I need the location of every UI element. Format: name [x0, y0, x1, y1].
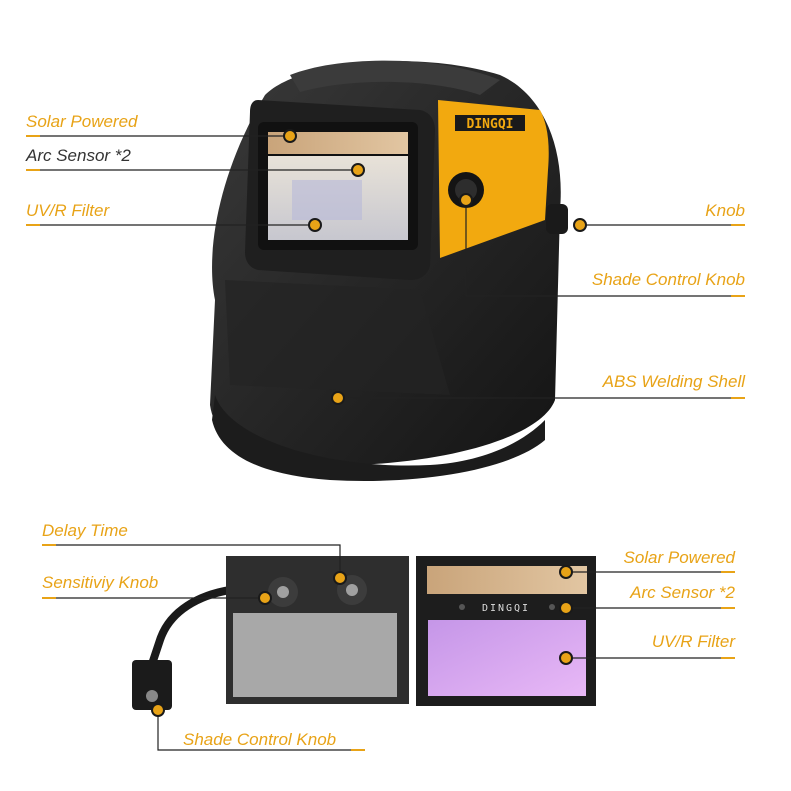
label-knob: Knob — [705, 201, 745, 220]
accent-shade-control-knob — [731, 295, 745, 297]
accent-abs-welding-shell — [731, 397, 745, 399]
dot-solar-powered — [283, 129, 297, 143]
filter-back-view — [132, 556, 409, 710]
label-solar-powered-2: Solar Powered — [623, 548, 735, 567]
remote-shade-module — [132, 660, 172, 710]
filter-brand: DINGQI — [482, 603, 530, 614]
shade-control-knob-cap — [455, 179, 477, 201]
leader-shade-control-knob — [465, 200, 745, 297]
label-arc-sensor-2: Arc Sensor *2 — [630, 583, 735, 602]
dot-delay-time — [333, 571, 347, 585]
helmet-brand: DINGQI — [467, 117, 514, 132]
label-abs-welding-shell: ABS Welding Shell — [602, 372, 745, 391]
arc-sensor-right — [549, 604, 555, 610]
dot-sensitivity-knob — [258, 591, 272, 605]
dot-abs-welding-shell — [331, 391, 345, 405]
arc-sensor-left — [459, 604, 465, 610]
window-warning-label — [292, 180, 362, 220]
label-shade-control-knob: Shade Control Knob — [591, 270, 745, 289]
filter-back-lens — [233, 613, 397, 697]
accent-delay-time — [42, 544, 56, 546]
helmet-ridge — [290, 60, 500, 95]
label-uv-r-filter: UV/R Filter — [26, 201, 110, 220]
delay-screw — [346, 584, 358, 596]
accent-solar-powered-2 — [721, 571, 735, 573]
callout-dots — [151, 129, 587, 717]
rear-knob — [546, 204, 568, 234]
accent-shade-control-knob-2 — [351, 749, 365, 751]
dot-shade-control-knob-2 — [151, 703, 165, 717]
leader-shade-control-knob-2 — [157, 710, 365, 751]
accent-sensitivity-knob — [42, 597, 56, 599]
dot-solar-powered-2 — [559, 565, 573, 579]
leader-lines — [26, 135, 745, 751]
leader-delay-time — [42, 544, 341, 578]
lower-panel — [225, 280, 450, 395]
window-solar-cell — [268, 132, 408, 154]
label-uv-r-filter-2: UV/R Filter — [651, 632, 735, 651]
label-sensitivity-knob: Sensitiviy Knob — [42, 573, 159, 592]
label-arc-sensor: Arc Sensor *2 — [26, 146, 131, 165]
label-delay-time: Delay Time — [42, 521, 128, 540]
dot-uv-r-filter — [308, 218, 322, 232]
accent-uv-r-filter-2 — [721, 657, 735, 659]
helmet-chin — [212, 395, 545, 481]
sensitivity-screw — [277, 586, 289, 598]
label-solar-powered: Solar Powered — [26, 112, 138, 131]
dot-arc-sensor-2 — [559, 601, 573, 615]
decal-brand-plate — [455, 115, 525, 131]
accent-arc-sensor-2 — [721, 607, 735, 609]
dot-uv-r-filter-2 — [559, 651, 573, 665]
accent-knob — [731, 224, 745, 226]
filter-front-view: DINGQI — [416, 556, 596, 706]
dot-knob — [573, 218, 587, 232]
welding-helmet: DINGQI — [210, 60, 568, 481]
accent-arc-sensor — [26, 169, 40, 171]
remote-shade-knob — [146, 690, 158, 702]
accent-solar-powered — [26, 135, 40, 137]
accent-uv-r-filter — [26, 224, 40, 226]
sensor-cable — [146, 586, 231, 672]
dot-shade-control-knob — [459, 193, 473, 207]
dot-arc-sensor — [351, 163, 365, 177]
label-shade-control-knob-2: Shade Control Knob — [183, 730, 337, 749]
